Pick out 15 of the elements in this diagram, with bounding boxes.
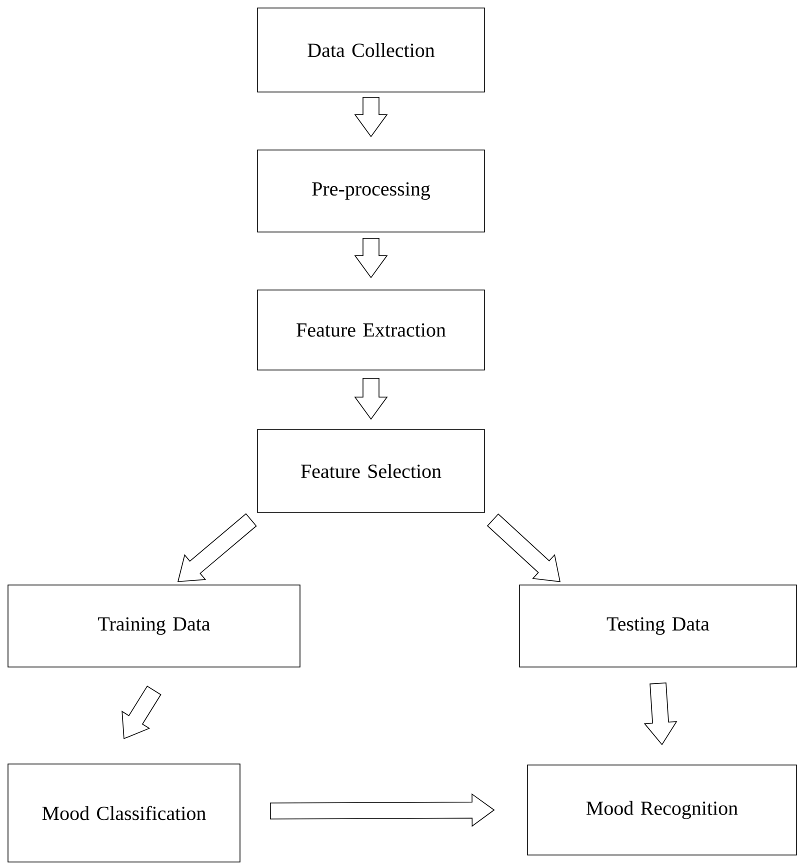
process-box: Data Collection	[257, 8, 485, 92]
process-box: Mood Classification	[8, 764, 240, 862]
process-box: Pre-processing	[257, 150, 485, 232]
process-box: Feature Selection	[257, 429, 485, 513]
block-arrow	[354, 238, 388, 278]
block-arrow	[644, 682, 678, 746]
block-arrow	[270, 793, 495, 827]
process-box: Mood Recognition	[527, 764, 797, 856]
process-box: Training Data	[8, 584, 300, 668]
block-arrow	[177, 513, 257, 582]
block-arrow	[354, 378, 388, 420]
block-arrow	[122, 686, 162, 740]
block-arrow	[354, 97, 388, 138]
process-box: Testing Data	[519, 584, 797, 668]
process-box: Feature Extraction	[257, 290, 485, 370]
